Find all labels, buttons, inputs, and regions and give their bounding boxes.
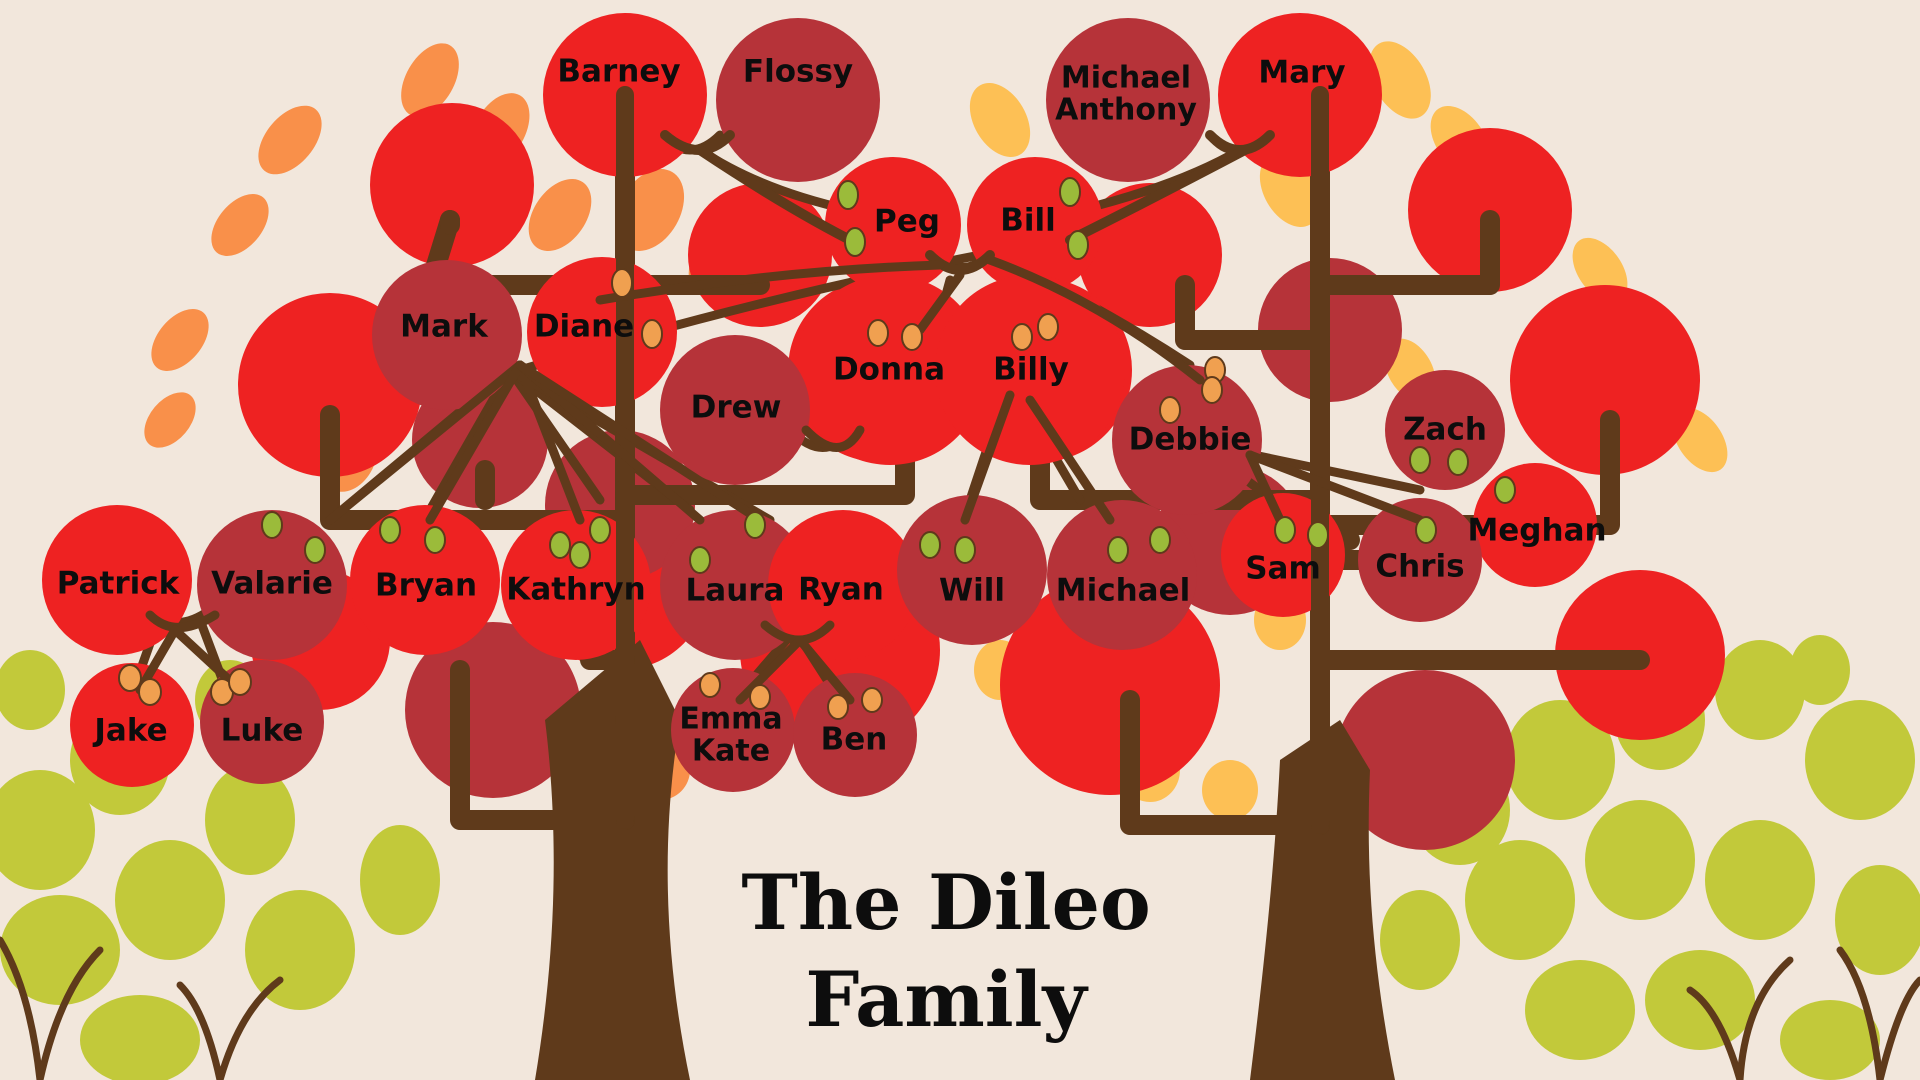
- member-meghan: Meghan: [1467, 512, 1607, 549]
- leaf-clusters: [118, 177, 1516, 720]
- title-line-2: Family: [805, 955, 1087, 1044]
- member-diane: Diane: [533, 308, 635, 345]
- member-sam: Sam: [1245, 550, 1321, 587]
- title-line-1: The Dileo: [741, 858, 1151, 947]
- member-laura: Laura: [685, 572, 785, 609]
- member-barney: Barney: [557, 53, 681, 90]
- member-bill: Bill: [1000, 202, 1056, 239]
- member-jake: Jake: [94, 712, 168, 749]
- member-ben: Ben: [820, 721, 888, 758]
- circle-mary: [1218, 13, 1382, 177]
- member-kathryn: Kathryn: [506, 571, 646, 608]
- tree-trunks: [535, 640, 1395, 1080]
- member-emma-kate-line1: Emma: [679, 701, 783, 737]
- member-drew: Drew: [690, 389, 782, 426]
- circle-chris: [1358, 498, 1482, 622]
- circle-ben: [793, 673, 917, 797]
- member-michael-anthony: Michael Anthony: [1055, 60, 1197, 127]
- member-peg: Peg: [874, 203, 940, 240]
- member-chris: Chris: [1375, 548, 1465, 585]
- member-luke: Luke: [220, 712, 304, 749]
- circle-jake: [70, 663, 194, 787]
- member-emma-kate: Emma Kate: [679, 701, 783, 768]
- circle-drew: [660, 335, 810, 485]
- circle-flossy: [716, 18, 880, 182]
- member-michael: Michael: [1055, 572, 1191, 609]
- circle-debbie: [1112, 365, 1262, 515]
- member-debbie: Debbie: [1128, 421, 1252, 458]
- member-will: Will: [938, 572, 1006, 609]
- circle-kathryn: [501, 510, 651, 660]
- member-mary: Mary: [1258, 54, 1346, 91]
- circle-donna: [795, 275, 985, 465]
- member-patrick: Patrick: [56, 565, 180, 602]
- circle-ryan: [768, 510, 918, 660]
- member-mark: Mark: [400, 308, 488, 345]
- member-flossy: Flossy: [742, 53, 854, 90]
- member-michael-anthony-line1: Michael: [1060, 60, 1192, 96]
- grass-sprigs: [0, 936, 1920, 1080]
- member-ryan: Ryan: [798, 571, 884, 608]
- member-zach: Zach: [1403, 411, 1487, 448]
- member-michael-anthony-line2: Anthony: [1055, 92, 1197, 127]
- circle-will: [897, 495, 1047, 645]
- member-billy: Billy: [993, 351, 1069, 388]
- member-donna: Donna: [832, 351, 946, 388]
- circle-billy: [935, 275, 1125, 465]
- circle-mark: [372, 260, 522, 410]
- circle-michael-anthony: [1046, 18, 1210, 182]
- member-bryan: Bryan: [374, 567, 478, 604]
- member-valarie: Valarie: [211, 565, 333, 602]
- front-branches: [135, 86, 1425, 834]
- member-emma-kate-line2: Kate: [691, 733, 771, 768]
